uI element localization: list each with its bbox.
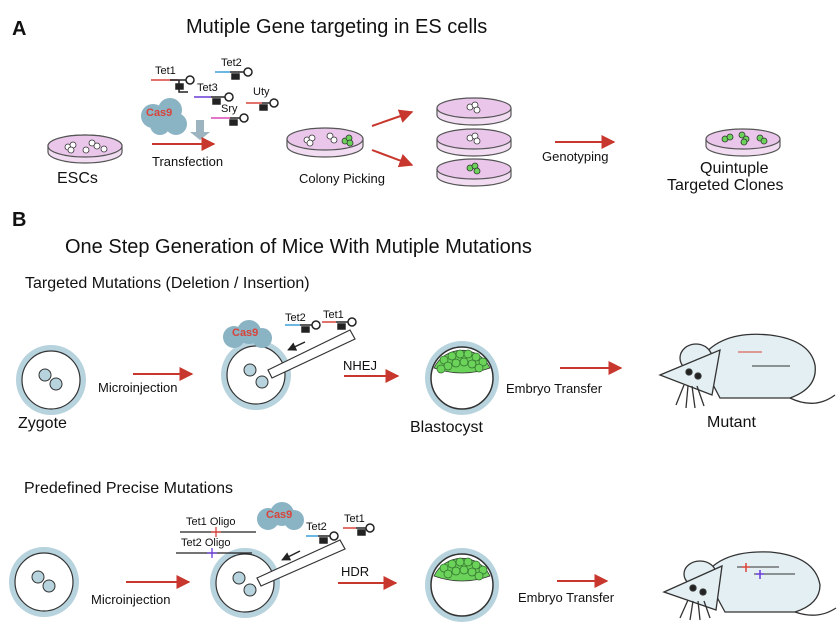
- picked-dish-2: [436, 128, 512, 157]
- embryo-transfer-label-1: Embryo Transfer: [506, 381, 603, 396]
- sgrna-icons-b1: [285, 317, 357, 351]
- cas9-protein-icon-b2: [257, 502, 304, 530]
- cas9-protein-icon: [141, 98, 187, 135]
- genotyping-label: Genotyping: [542, 149, 609, 164]
- microinjection-label-2: Microinjection: [91, 592, 171, 607]
- sgrna-label-tet3: Tet3: [197, 82, 218, 94]
- colony-picking-label: Colony Picking: [299, 171, 385, 186]
- sgrna-label-sry: Sry: [221, 103, 238, 115]
- mutant-mouse: [658, 333, 836, 409]
- transfection-down-arrow: [190, 120, 210, 140]
- sgrna-label-tet1: Tet1: [155, 65, 176, 77]
- zygote-cell-2: [9, 547, 79, 617]
- picked-dish-1: [436, 97, 512, 126]
- oligo-label-tet2: Tet2 Oligo: [181, 537, 231, 549]
- cas9-label-a: Cas9: [146, 107, 173, 119]
- sgrna-icons: [151, 67, 279, 126]
- embryo-transfer-label-2: Embryo Transfer: [518, 590, 615, 605]
- panel-b-letter: B: [12, 209, 27, 231]
- panel-a-title: Mutiple Gene targeting in ES cells: [186, 16, 488, 38]
- cas9-protein-icon-b1: [223, 320, 272, 348]
- picking-arrow-up: [371, 109, 414, 127]
- zygote-cell: [16, 345, 86, 415]
- precise-mutant-mouse: [662, 551, 837, 621]
- mutant-label: Mutant: [707, 414, 756, 431]
- sgrna-label-uty: Uty: [253, 86, 270, 98]
- picked-dish-3: [436, 158, 512, 187]
- sgrna-label-tet2: Tet2: [221, 57, 242, 69]
- blastocyst-label: Blastocyst: [410, 419, 483, 436]
- zygote-label: Zygote: [18, 415, 67, 432]
- sgrna-label-b2-tet2: Tet2: [306, 521, 327, 533]
- sgrna-label-b1-tet2: Tet2: [285, 312, 306, 324]
- esc-dish: [47, 134, 123, 164]
- result-dish: [705, 128, 781, 157]
- section1-heading: Targeted Mutations (Deletion / Insertion…: [25, 275, 310, 292]
- microinjection-label-1: Microinjection: [98, 380, 178, 395]
- section2-heading: Predefined Precise Mutations: [24, 480, 233, 497]
- result-label-line1: Quintuple: [700, 160, 769, 177]
- colony-dish: [286, 127, 364, 158]
- sgrna-label-b1-tet1: Tet1: [323, 309, 344, 321]
- cas9-label-b1: Cas9: [232, 327, 259, 339]
- cas9-label-b2: Cas9: [266, 509, 293, 521]
- nhej-label: NHEJ: [343, 358, 377, 373]
- sgrna-label-b2-tet1: Tet1: [344, 513, 365, 525]
- injected-zygote-2: [210, 539, 346, 618]
- hdr-label: HDR: [341, 564, 370, 579]
- blastocyst-cell: [425, 341, 499, 415]
- escs-label: ESCs: [57, 170, 98, 187]
- injected-zygote: [221, 329, 356, 410]
- result-label-line2: Targeted Clones: [667, 177, 784, 194]
- sgrna-icons-b2: [281, 523, 375, 561]
- panel-b-title: One Step Generation of Mice With Mutiple…: [65, 236, 532, 258]
- picking-arrow-down: [371, 149, 414, 168]
- panel-a-letter: A: [12, 18, 27, 40]
- oligo-label-tet1: Tet1 Oligo: [186, 516, 236, 528]
- oligo-lines: [176, 527, 256, 558]
- blastocyst-cell-2: [425, 548, 499, 622]
- transfection-label: Transfection: [152, 154, 224, 169]
